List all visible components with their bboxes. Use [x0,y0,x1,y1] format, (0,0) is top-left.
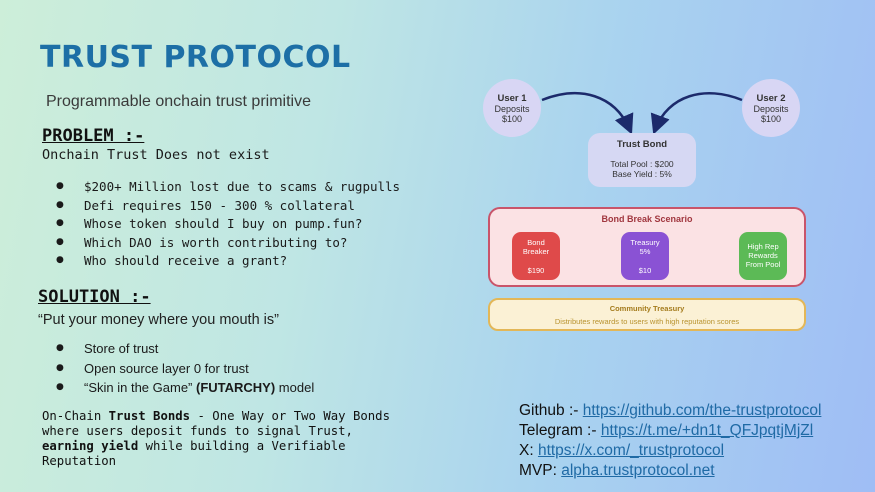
page-subtitle: Programmable onchain trust primitive [46,93,311,110]
treasury-label-2: 5% [639,247,651,256]
x-row: X: https://x.com/_trustprotocol [519,441,821,461]
arrow-user1-to-bond [541,92,634,135]
rewards-label-1: High Rep [747,242,779,251]
solution-heading: SOLUTION :- [38,287,151,307]
github-label: Github :- [519,402,583,419]
list-item: Open source layer 0 for trust [56,361,314,381]
page-title: TRUST PROTOCOL [40,40,351,75]
bonds-text-3: while building a Verifiable Reputation [42,439,346,468]
base-yield: Base Yield : 5% [612,169,672,179]
list-item: Store of trust [56,341,314,361]
bonds-text-2: - One Way or Two Way Bonds where users d… [42,409,390,438]
trust-bond-node: Trust Bond Total Pool : $200 Base Yield … [588,133,696,187]
user1-deposit-amount: $100 [501,113,523,124]
user1-node: User 1 Deposits $100 [483,79,541,137]
telegram-row: Telegram :- https://t.me/+dn1t_QFJpqtjMj… [519,421,821,441]
bonds-text-bold-1: Trust Bonds [108,409,191,423]
solution-list: Store of trust Open source layer 0 for t… [56,341,314,400]
bonds-text-bold-2: earning yield [42,439,139,453]
x-link[interactable]: https://x.com/_trustprotocol [537,442,725,459]
problem-subheading: Onchain Trust Does not exist [42,147,270,163]
mvp-label: MVP: [519,462,562,479]
user1-deposits-label: Deposits [494,103,530,114]
community-treasury-title: Community Treasury [609,304,685,313]
list-item: Whose token should I buy on pump.fun? [56,216,400,235]
telegram-label: Telegram :- [519,422,601,439]
rewards-label-3: From Pool [745,260,781,269]
total-pool: Total Pool : $200 [610,159,674,169]
trust-bonds-description: On-Chain Trust Bonds - One Way or Two Wa… [42,409,402,469]
list-item: $200+ Million lost due to scams & rugpul… [56,179,400,198]
links-section: Github :- https://github.com/the-trustpr… [519,401,821,481]
futarchy-text: (FUTARCHY) [196,380,276,395]
list-item: Defi requires 150 - 300 % collateral [56,198,400,217]
mvp-link[interactable]: alpha.trustprotocol.net [561,462,715,479]
bond-break-title: Bond Break Scenario [601,214,693,224]
user2-node: User 2 Deposits $100 [742,79,800,137]
breaker-value: $190 [527,266,545,275]
community-treasury: Community Treasury Distributes rewards t… [488,298,806,331]
breaker-label-2: Breaker [522,247,550,256]
github-row: Github :- https://github.com/the-trustpr… [519,401,821,421]
community-treasury-subtitle: Distributes rewards to users with high r… [554,317,740,326]
breaker-label-1: Bond [527,238,545,247]
problem-heading: PROBLEM :- [42,126,145,146]
list-item: Who should receive a grant? [56,253,400,272]
trust-bond-diagram: User 1 Deposits $100 User 2 Deposits $10… [470,60,830,350]
bonds-text-1: On-Chain [42,409,109,423]
list-item: Which DAO is worth contributing to? [56,235,400,254]
rewards-label-2: Rewards [748,251,778,260]
treasury-value: $10 [638,266,652,275]
user2-deposits-label: Deposits [753,103,789,114]
problem-list: $200+ Million lost due to scams & rugpul… [56,179,400,272]
flow-arrows [541,92,743,135]
mvp-row: MVP: alpha.trustprotocol.net [519,461,821,481]
model-text: model [275,380,315,395]
github-link[interactable]: https://github.com/the-trustprotocol [582,402,822,419]
x-label: X: [519,442,538,459]
telegram-link[interactable]: https://t.me/+dn1t_QFJpqtjMjZl [600,422,814,439]
arrow-user2-to-bond [650,92,743,135]
treasury-label-1: Treasury [630,238,660,247]
list-item: “Skin in the Game” (FUTARCHY) model [56,380,314,400]
skin-text: “Skin in the Game” [84,380,196,395]
user1-name: User 1 [497,92,527,104]
user2-name: User 2 [756,92,786,104]
user2-deposit-amount: $100 [760,113,782,124]
solution-subheading: “Put your money where you mouth is” [38,312,279,328]
trust-bond-title: Trust Bond [616,139,668,150]
